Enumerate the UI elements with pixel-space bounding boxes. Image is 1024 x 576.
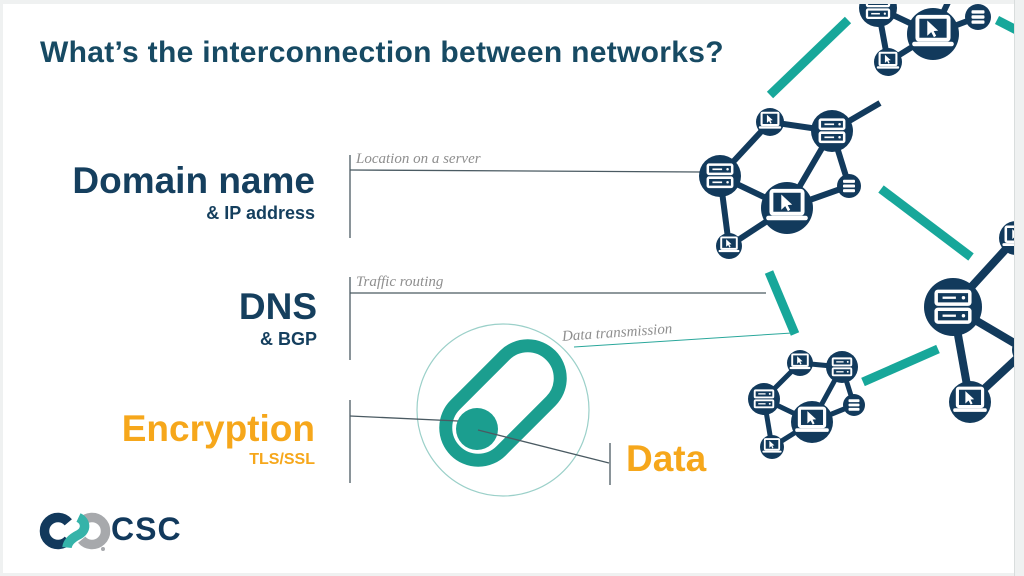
teal-link-segment — [861, 344, 940, 387]
label-encryption: Encryption — [121, 408, 315, 449]
teal-link-segment — [764, 270, 800, 336]
label-ip-address: & IP address — [206, 203, 315, 223]
screen-frame-right — [1014, 0, 1024, 576]
server-icon — [971, 10, 985, 24]
label-tls-ssl: TLS/SSL — [249, 451, 315, 468]
server-node — [837, 174, 861, 198]
server-icon — [818, 118, 846, 144]
laptop-node — [756, 108, 784, 136]
server-icon — [934, 289, 972, 324]
slide-title: What’s the interconnection between netwo… — [40, 36, 724, 69]
server-node — [924, 278, 982, 336]
tunnel-outer-circle — [416, 323, 590, 497]
callout-location-on-a-server: Location on a server — [356, 151, 481, 167]
laptop-icon — [795, 406, 829, 432]
screen-frame-left — [0, 0, 3, 576]
laptop-icon — [718, 236, 740, 253]
screen-frame-bottom — [0, 573, 1024, 576]
csc-logo-swoosh — [62, 513, 90, 549]
laptop-icon — [876, 51, 900, 69]
csc-logo-left-c — [39, 512, 72, 550]
server-node — [859, 0, 897, 27]
csc-logo-registered-mark — [101, 547, 105, 551]
callout-line-transmission — [573, 332, 793, 348]
server-node — [965, 4, 991, 30]
laptop-icon — [953, 386, 987, 412]
laptop-icon — [912, 14, 954, 47]
csc-logo-mark — [39, 512, 111, 551]
tunnel-capsule — [439, 339, 567, 467]
teal-link-segment — [766, 16, 852, 99]
laptop-node — [716, 233, 742, 259]
callout-line-encryption-horizontal — [349, 415, 459, 422]
callout-line-data — [477, 429, 610, 464]
server-node — [826, 351, 858, 383]
csc-logo-text: CSC — [111, 511, 182, 547]
server-node — [699, 155, 741, 197]
laptop-node — [760, 435, 784, 459]
label-dns: DNS — [238, 286, 317, 327]
laptop-icon — [766, 188, 808, 221]
laptop-icon — [789, 353, 811, 370]
label-bgp: & BGP — [259, 329, 317, 349]
server-icon — [831, 357, 853, 377]
network-cluster-bottom — [748, 350, 865, 459]
network-cluster-middle — [699, 100, 882, 259]
callout-traffic-routing: Traffic routing — [356, 274, 444, 290]
server-node — [748, 383, 780, 415]
csc-logo-right-c — [78, 512, 111, 550]
server-node — [843, 394, 865, 416]
laptop-node — [907, 8, 959, 60]
server-icon — [843, 179, 855, 193]
laptop-node — [791, 401, 833, 443]
network-cluster-right — [924, 221, 1024, 423]
server-icon — [848, 399, 860, 411]
network-cluster-top — [859, 0, 991, 76]
server-node — [811, 110, 853, 152]
laptop-icon — [758, 111, 782, 129]
laptop-node — [949, 381, 991, 423]
server-icon — [753, 389, 775, 409]
label-data: Data — [626, 438, 707, 479]
row-domain-name: Domain name & IP address — [72, 162, 315, 222]
screen-frame-top — [0, 0, 1024, 4]
row-encryption: Encryption TLS/SSL — [122, 410, 315, 468]
data-ball — [456, 408, 498, 450]
server-icon — [706, 163, 734, 189]
callout-line-domain-horizontal — [349, 169, 701, 173]
laptop-node — [874, 48, 902, 76]
laptop-icon — [762, 438, 782, 453]
teal-link-segment — [878, 185, 974, 261]
row-dns: DNS & BGP — [239, 288, 317, 348]
laptop-node — [787, 350, 813, 376]
label-domain-name: Domain name — [72, 160, 315, 201]
laptop-node — [761, 182, 813, 234]
